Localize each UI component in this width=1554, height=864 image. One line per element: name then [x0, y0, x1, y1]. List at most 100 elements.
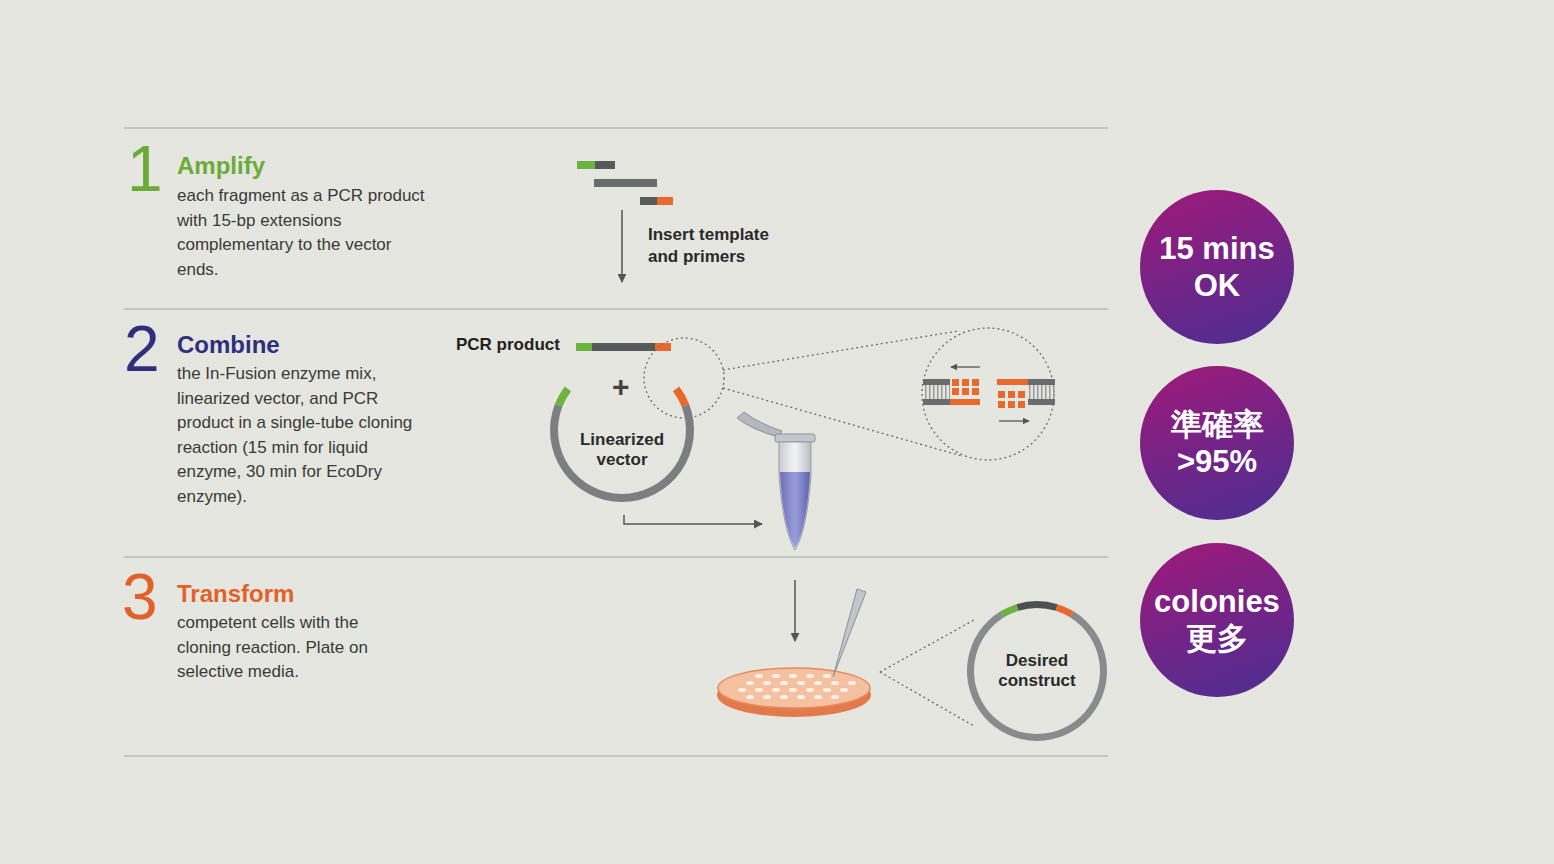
colony	[772, 674, 781, 679]
colony	[789, 688, 798, 693]
illustration-part	[779, 442, 811, 550]
illustration-part	[124, 556, 1108, 558]
illustration-part	[657, 197, 673, 205]
reaction-tube	[737, 412, 815, 550]
illustration-part	[923, 399, 950, 405]
circle-fill	[1140, 190, 1294, 344]
illustration-part	[998, 401, 1005, 408]
feature-circle: colonies 更多	[1140, 543, 1294, 697]
colony	[797, 695, 806, 700]
vector-end	[673, 386, 689, 406]
illustration-part	[577, 161, 595, 169]
illustration-part	[640, 197, 657, 205]
step-title: Transform	[177, 581, 294, 607]
illustration-part	[962, 388, 969, 395]
illustration-part	[999, 420, 1029, 421]
colony	[738, 688, 747, 693]
colony	[806, 674, 815, 679]
colony	[772, 688, 781, 693]
circle-fill	[1140, 543, 1294, 697]
colony	[780, 681, 789, 686]
vector-backbone	[550, 404, 694, 502]
step-note: Insert template and primers	[648, 224, 800, 268]
colony	[806, 688, 815, 693]
step-description: competent cells with the cloning reactio…	[177, 611, 382, 685]
feature-circle-outline	[1140, 366, 1294, 520]
pipette-tip	[833, 589, 866, 677]
illustration-part	[950, 399, 980, 405]
colony	[823, 688, 832, 693]
colony	[814, 681, 823, 686]
pcr-product-bar	[576, 343, 671, 351]
colony	[840, 688, 849, 693]
illustration-part	[997, 379, 1028, 385]
step-title: Amplify	[177, 153, 265, 179]
illustration-part	[952, 388, 959, 395]
illustration-part	[952, 379, 959, 386]
colony	[797, 681, 806, 686]
colony	[763, 681, 772, 686]
flow-arrows	[624, 515, 795, 641]
construct-callout	[880, 620, 974, 726]
construct-backbone	[967, 611, 1107, 741]
illustration-part	[923, 379, 950, 385]
illustration-part	[880, 620, 974, 672]
step-title: Combine	[177, 332, 280, 358]
illustration-part	[595, 161, 615, 169]
illustration-part	[1018, 401, 1025, 408]
illustration-part	[972, 388, 979, 395]
feature-circle: 準確率 >95%	[1140, 366, 1294, 520]
outline-group	[1140, 366, 1294, 520]
outline-group	[967, 601, 1107, 741]
node-text: colonies 更多	[1147, 583, 1287, 657]
colony	[789, 674, 798, 679]
illustration-part	[124, 127, 1108, 129]
plus-sign: +	[612, 370, 630, 403]
part-label: PCR product	[456, 336, 560, 355]
step-number: 1	[127, 134, 163, 204]
circle-fill	[1140, 366, 1294, 520]
step-description: the In-Fusion enzyme mix, linearized vec…	[177, 362, 422, 509]
feature-circle: 15 mins OK	[1140, 190, 1294, 344]
illustration-part	[723, 331, 958, 370]
vector-end	[555, 386, 571, 406]
illustration-part	[833, 589, 866, 677]
colony	[823, 674, 832, 679]
illustration-part	[951, 366, 980, 367]
vector-arc: Linearized vector	[548, 356, 696, 504]
illustration-part	[1028, 399, 1055, 405]
illustration-part	[962, 379, 969, 386]
petri-dish	[717, 668, 871, 717]
illustration-part	[594, 179, 657, 187]
colonies	[738, 674, 857, 700]
illustration-part	[737, 412, 782, 437]
node-text: Linearized vector	[566, 430, 678, 471]
illustration-part	[1008, 401, 1015, 408]
step-number: 2	[124, 314, 160, 384]
outline-group	[550, 386, 694, 502]
illustration-part	[775, 434, 815, 442]
illustration-part	[576, 343, 592, 351]
illustration-part	[621, 210, 623, 282]
illustration-part	[1028, 385, 1055, 399]
illustration-part	[923, 385, 950, 399]
illustration-part	[592, 343, 655, 351]
colony	[848, 681, 857, 686]
illustration-part	[718, 668, 870, 708]
node-text: 15 mins OK	[1147, 230, 1287, 304]
row-rules	[124, 128, 1108, 756]
step-description: each fragment as a PCR product with 15-b…	[177, 184, 427, 282]
zoom-callout	[644, 328, 1054, 460]
illustration-part	[124, 308, 1108, 310]
illustration-part	[1028, 379, 1055, 385]
step-number: 3	[122, 562, 158, 632]
illustration-part	[124, 755, 1108, 757]
construct-insert	[1016, 601, 1057, 611]
construct-junction	[1056, 604, 1074, 617]
overlap-strands	[923, 367, 1055, 421]
colony	[746, 695, 755, 700]
illustration-part	[1008, 391, 1015, 398]
outline-group	[1140, 190, 1294, 344]
feature-circle-outline	[1140, 190, 1294, 344]
